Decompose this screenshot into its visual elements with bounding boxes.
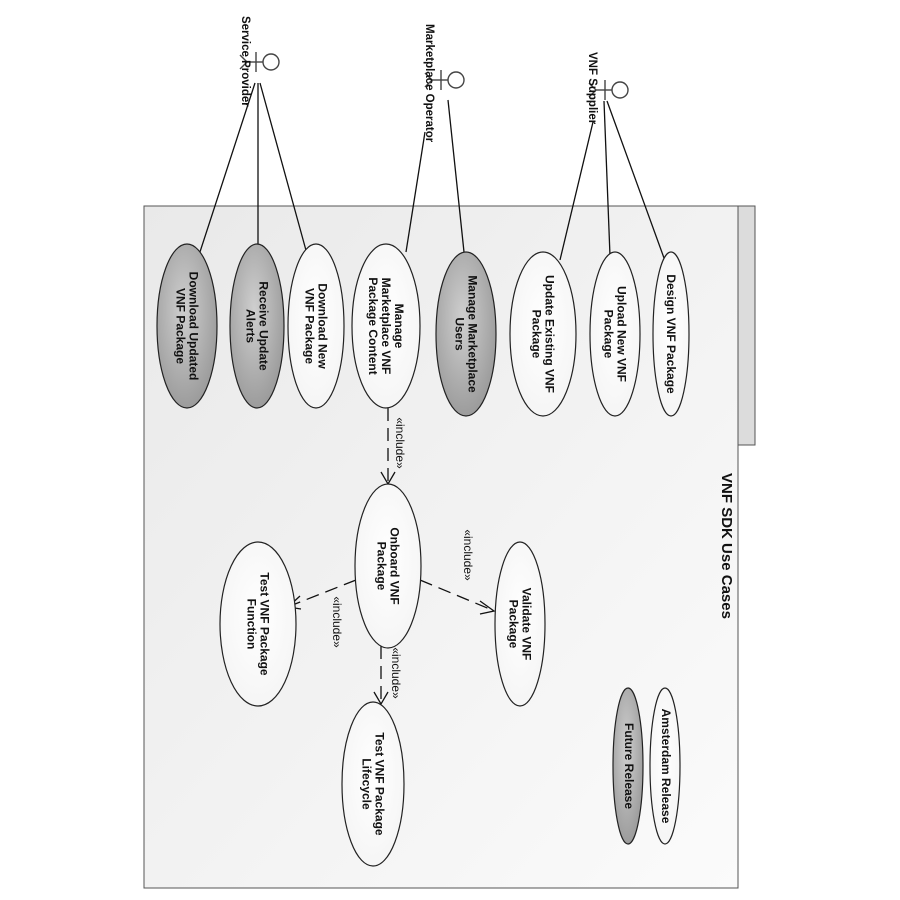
include-line [289,579,357,607]
use-case-label: Manage MarketplaceUsers [453,275,480,393]
use-case-label-line: Download New [316,283,330,369]
associations [197,82,665,261]
use-case-ellipse [341,701,405,867]
use-case-design-package: Design VNF Package [652,251,690,417]
association-line [197,82,256,259]
use-case-label-line: Package [375,542,389,591]
use-case-manage-users: Manage MarketplaceUsers [435,251,497,417]
system-title: VNF SDK Use Cases [718,473,735,619]
use-case-label: Design VNF Package [664,274,678,394]
use-case-test-lifecycle: Test VNF PackageLifecycle [341,701,405,867]
actor-figure-icon [424,70,465,90]
use-case-ellipse [351,243,421,409]
use-case-label-line: VNF Package [174,288,188,364]
use-case-receive-alerts: Receive UpdateAlerts [229,243,285,409]
include-arrowhead [479,600,496,615]
use-case-label-line: Update Existing VNF [543,275,557,393]
use-case-label-line: Test VNF Package [373,732,387,835]
include-relations: «include» «include» «include» «include» [286,408,496,706]
legend-label: Future Release [622,723,636,809]
include-label: «include» [330,596,344,648]
use-case-ellipse [229,243,285,409]
actor-figure-icon [239,52,280,72]
use-case-update-existing: Update Existing VNFPackage [509,251,577,417]
actor-label: Marketplace Operator [423,24,435,143]
include-label: «include» [393,417,407,469]
use-case-label-line: Alerts [244,309,258,343]
use-case-ellipse [219,541,297,707]
use-case-label: Receive UpdateAlerts [244,281,271,371]
actor-label: VNF Supplier [586,52,598,125]
association-line [405,131,426,253]
legend-swatch-current [649,687,681,845]
use-case-ellipse [589,251,641,417]
association-line [559,121,594,261]
use-case-label-line: Upload New VNF [615,286,629,382]
use-case-ellipse [287,243,345,409]
use-case-ellipse [494,541,546,707]
use-case-label: Validate VNFPackage [507,588,534,661]
actor-service-provider: Service Provider [239,16,280,107]
use-case-label-line: Manage Marketplace [466,275,480,393]
use-case-label-line: Function [245,599,259,650]
use-case-label: ManageMarketplace VNFPackage Content [366,277,406,374]
use-case-label: Upload New VNFPackage [602,286,629,382]
include-line [419,579,493,611]
use-case-label: Download UpdatedVNF Package [174,272,201,381]
use-case-test-function: Test VNF PackageFunction [219,541,297,707]
use-case-label: Test VNF PackageLifecycle [360,732,387,835]
actor-vnf-supplier: VNF Supplier [586,52,629,125]
use-case-label-line: Package Content [366,277,380,374]
use-case-label-line: Package [530,310,544,359]
use-case-label-line: Manage [392,304,406,349]
use-case-label-line: Receive Update [257,281,271,371]
actor-label: Service Provider [239,16,251,107]
use-case-label-line: Design VNF Package [664,274,678,394]
use-case-label-line: Users [453,317,467,351]
use-case-ellipse [509,251,577,417]
use-case-validate: Validate VNFPackage [494,541,546,707]
legend-item-future-release: Future Release [612,687,644,845]
use-case-label: Download NewVNF Package [303,283,330,369]
association-line [447,99,465,253]
use-case-label-line: Package [507,600,521,649]
use-case-onboard: Onboard VNFPackage [354,483,422,649]
actor-figure-icon [588,80,629,100]
use-case-label-line: Onboard VNF [388,527,402,604]
use-case-label-line: Test VNF Package [258,572,272,675]
use-case-ellipse [435,251,497,417]
include-label: «include» [389,647,403,699]
use-case-label-line: Download Updated [187,272,201,381]
use-case-label: Update Existing VNFPackage [530,275,557,393]
legend-item-amsterdam-release: Amsterdam Release [649,687,681,845]
association-line [606,100,665,259]
use-case-label-line: Marketplace VNF [379,278,393,375]
use-case-label-line: Validate VNF [520,588,534,661]
legend: Amsterdam Release Future Release [612,687,681,845]
use-case-label-line: VNF Package [303,288,317,364]
legend-swatch-future [612,687,644,845]
legend-label: Amsterdam Release [659,709,673,824]
use-case-label-line: Package [602,310,616,359]
use-case-upload-new: Upload New VNFPackage [589,251,641,417]
actor-marketplace-operator: Marketplace Operator [423,24,465,143]
use-case-ellipse [354,483,422,649]
use-case-label-line: Lifecycle [360,758,374,810]
use-case-label: Test VNF PackageFunction [245,572,272,675]
use-case-manage-content: ManageMarketplace VNFPackage Content [351,243,421,409]
use-case-download-updated: Download UpdatedVNF Package [156,243,218,409]
use-case-label: Onboard VNFPackage [375,527,402,604]
use-case-ellipse [652,251,690,417]
association-line [259,82,308,255]
include-label: «include» [461,529,475,581]
use-case-download-new: Download NewVNF Package [287,243,345,409]
association-line [603,100,611,257]
use-case-ellipse [156,243,218,409]
system-boundary-tab [737,205,756,446]
